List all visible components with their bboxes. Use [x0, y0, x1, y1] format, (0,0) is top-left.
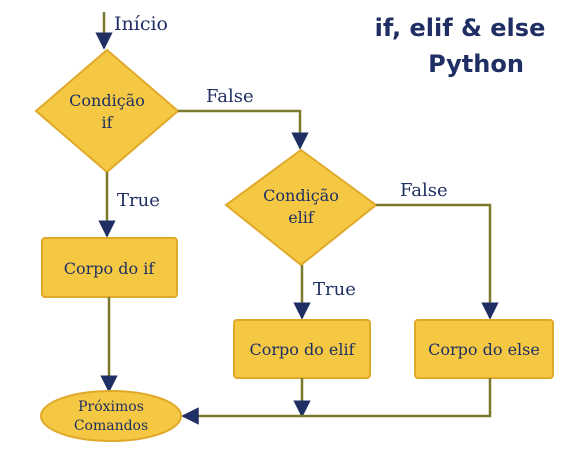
decision-elif-label-2: elif	[288, 208, 315, 227]
process-if-body-label: Corpo do if	[64, 259, 156, 278]
process-else-body	[414, 319, 554, 379]
process-else-body-label: Corpo do else	[428, 340, 540, 359]
terminal-label-2: Comandos	[74, 418, 148, 434]
decision-elif-label-1: Condição	[263, 186, 339, 205]
start-label: Início	[114, 13, 168, 35]
edge-elif-false-label: False	[400, 180, 448, 201]
process-elif-body-label: Corpo do elif	[249, 340, 355, 359]
decision-if-label-1: Condição	[69, 91, 145, 110]
terminal-next-commands	[40, 390, 182, 442]
edge-elif-true-label: True	[313, 279, 356, 300]
edge-if-false-label: False	[206, 86, 254, 107]
edge-elif-false	[376, 203, 499, 320]
terminal-label-1: Próximos	[78, 399, 144, 415]
decision-if-label-2: if	[101, 113, 113, 132]
edge-if-true-label: True	[117, 190, 160, 211]
title-line-1: if, elif & else	[375, 14, 546, 42]
decision-if-diamond	[34, 48, 180, 174]
edge-if-false	[178, 109, 309, 150]
title-line-2: Python	[428, 50, 524, 78]
edge-else-body-to-terminal	[181, 378, 492, 425]
